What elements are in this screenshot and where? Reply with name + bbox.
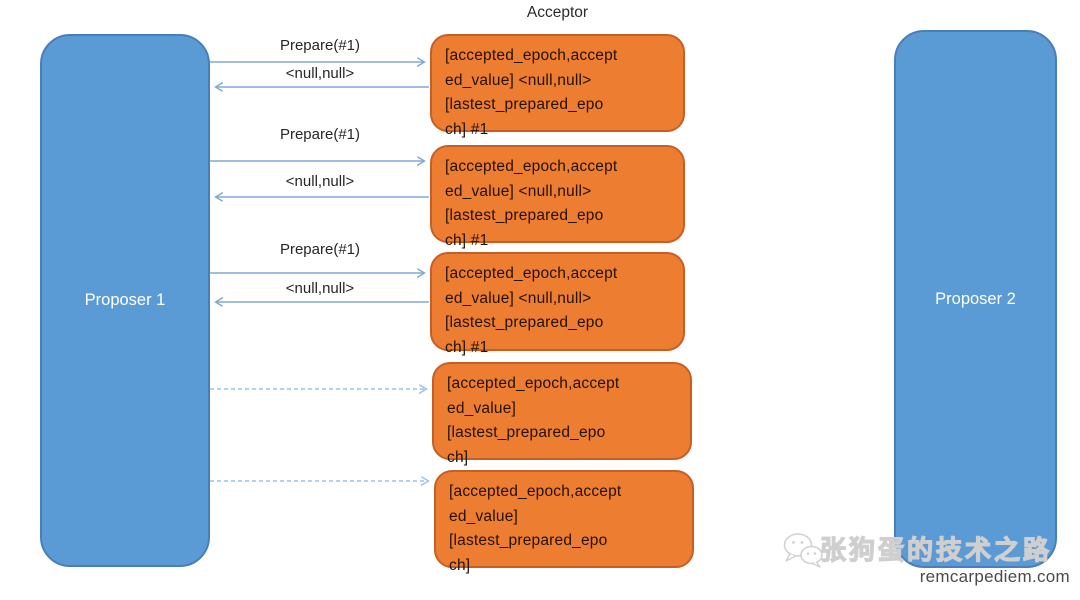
message-label-prepare-2: Prepare(#1) — [279, 126, 361, 143]
message-label-response-1: <null,null> — [285, 65, 355, 82]
acceptor-title: Acceptor — [526, 4, 589, 21]
proposer-1-node: Proposer 1 — [40, 34, 210, 567]
watermark: 张狗蛋的技术之路 remcarpediem.com — [770, 528, 1070, 598]
message-label-prepare-1: Prepare(#1) — [279, 37, 361, 54]
message-label-prepare-3: Prepare(#1) — [279, 241, 361, 258]
message-label-response-3: <null,null> — [285, 280, 355, 297]
message-label-response-2: <null,null> — [285, 173, 355, 190]
proposer-2-node: Proposer 2 — [894, 30, 1057, 568]
acceptor-state-box-1: [accepted_epoch,accept ed_value] <null,n… — [430, 34, 685, 138]
acceptor-state-box-4: [accepted_epoch,accept ed_value] [lastes… — [432, 362, 692, 466]
watermark-brand-text: 张狗蛋的技术之路 — [819, 534, 1053, 565]
proposer-2-label: Proposer 2 — [935, 289, 1016, 308]
proposer-1-label: Proposer 1 — [84, 291, 166, 309]
watermark-site-url: remcarpediem.com — [919, 567, 1070, 586]
acceptor-state-box-2: [accepted_epoch,accept ed_value] <null,n… — [430, 145, 685, 249]
acceptor-state-box-5: [accepted_epoch,accept ed_value] [lastes… — [434, 470, 694, 574]
wechat-bubbles-icon — [783, 533, 823, 568]
acceptor-state-box-3: [accepted_epoch,accept ed_value] <null,n… — [430, 252, 685, 356]
